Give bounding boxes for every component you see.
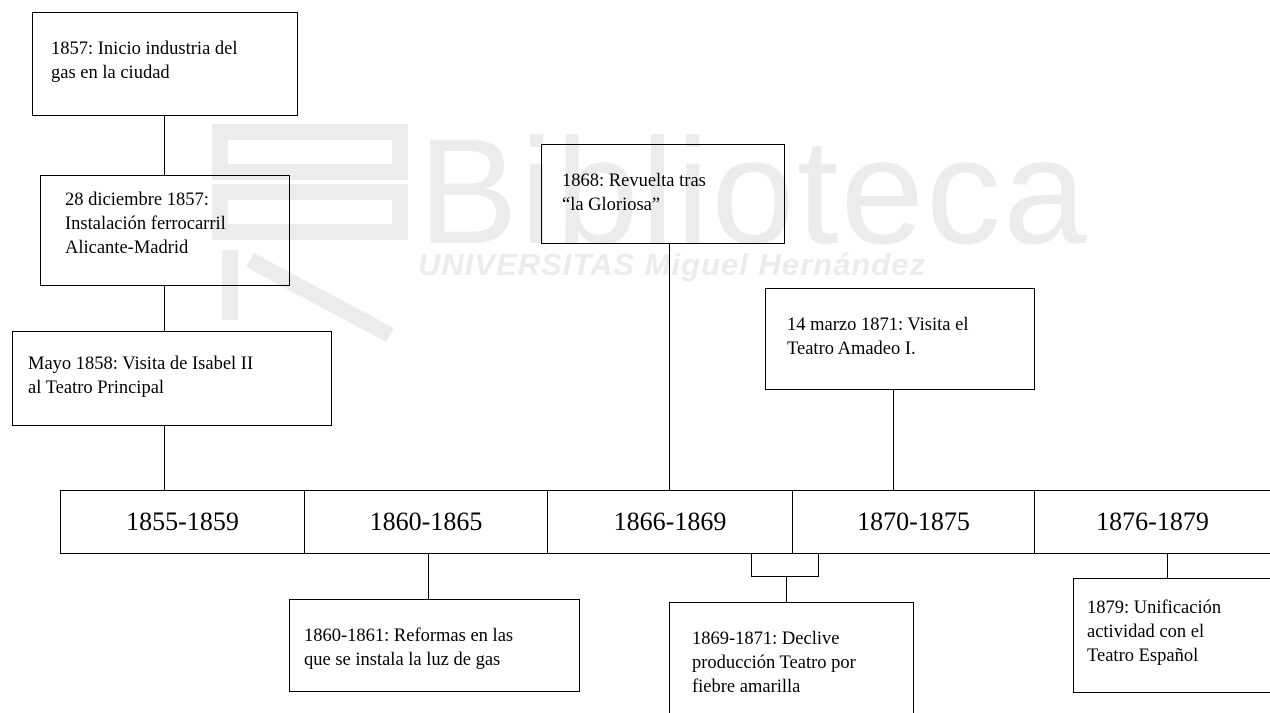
connector-ferrocarril-isabel	[164, 285, 165, 331]
connector-isabel-timeline	[164, 425, 165, 490]
event-gas-industry: 1857: Inicio industria del gas en la ciu…	[32, 12, 298, 116]
event-text: 1868: Revuelta tras “la Gloriosa”	[562, 171, 706, 215]
event-text: 1869-1871: Declive producción Teatro por…	[692, 629, 856, 697]
connector-amadeo-timeline	[893, 389, 894, 490]
event-text: 28 diciembre 1857: Instalación ferrocarr…	[65, 190, 226, 258]
connector-timeline-unificacion	[1167, 554, 1168, 578]
period-label: 1876-1879	[1096, 507, 1209, 536]
bracket-declive	[751, 554, 819, 577]
event-text: 14 marzo 1871: Visita el Teatro Amadeo I…	[787, 315, 969, 359]
watermark-subtitle: UNIVERSITAS Miguel Hernández	[418, 247, 926, 282]
connector-gas-ferrocarril	[164, 115, 165, 175]
period-1855-1859: 1855-1859	[61, 491, 305, 553]
event-unificacion: 1879: Unificación actividad con el Teatr…	[1073, 578, 1270, 693]
period-1866-1869: 1866-1869	[548, 491, 793, 553]
period-label: 1860-1865	[369, 507, 483, 536]
event-gloriosa: 1868: Revuelta tras “la Gloriosa”	[541, 144, 785, 244]
event-text: 1857: Inicio industria del gas en la ciu…	[51, 39, 238, 83]
period-label: 1866-1869	[613, 507, 727, 536]
event-amadeo-visit: 14 marzo 1871: Visita el Teatro Amadeo I…	[765, 288, 1035, 390]
period-1860-1865: 1860-1865	[305, 491, 548, 553]
period-label: 1870-1875	[857, 507, 970, 536]
connector-bracket-declive	[786, 577, 787, 602]
event-isabel-visit: Mayo 1858: Visita de Isabel II al Teatro…	[12, 331, 332, 426]
timeline-bar: 1855-1859 1860-1865 1866-1869 1870-1875 …	[60, 490, 1270, 554]
period-1870-1875: 1870-1875	[793, 491, 1035, 553]
event-reformas: 1860-1861: Reformas en las que se instal…	[289, 599, 580, 692]
connector-gloriosa-timeline	[669, 243, 670, 490]
connector-timeline-reformas	[428, 554, 429, 599]
event-declive: 1869-1871: Declive producción Teatro por…	[669, 602, 914, 713]
period-1876-1879: 1876-1879	[1035, 491, 1270, 553]
event-text: Mayo 1858: Visita de Isabel II al Teatro…	[28, 354, 254, 398]
event-text: 1860-1861: Reformas en las que se instal…	[304, 626, 514, 670]
event-railway: 28 diciembre 1857: Instalación ferrocarr…	[40, 175, 290, 286]
event-text: 1879: Unificación actividad con el Teatr…	[1087, 598, 1222, 666]
period-label: 1855-1859	[126, 507, 239, 536]
